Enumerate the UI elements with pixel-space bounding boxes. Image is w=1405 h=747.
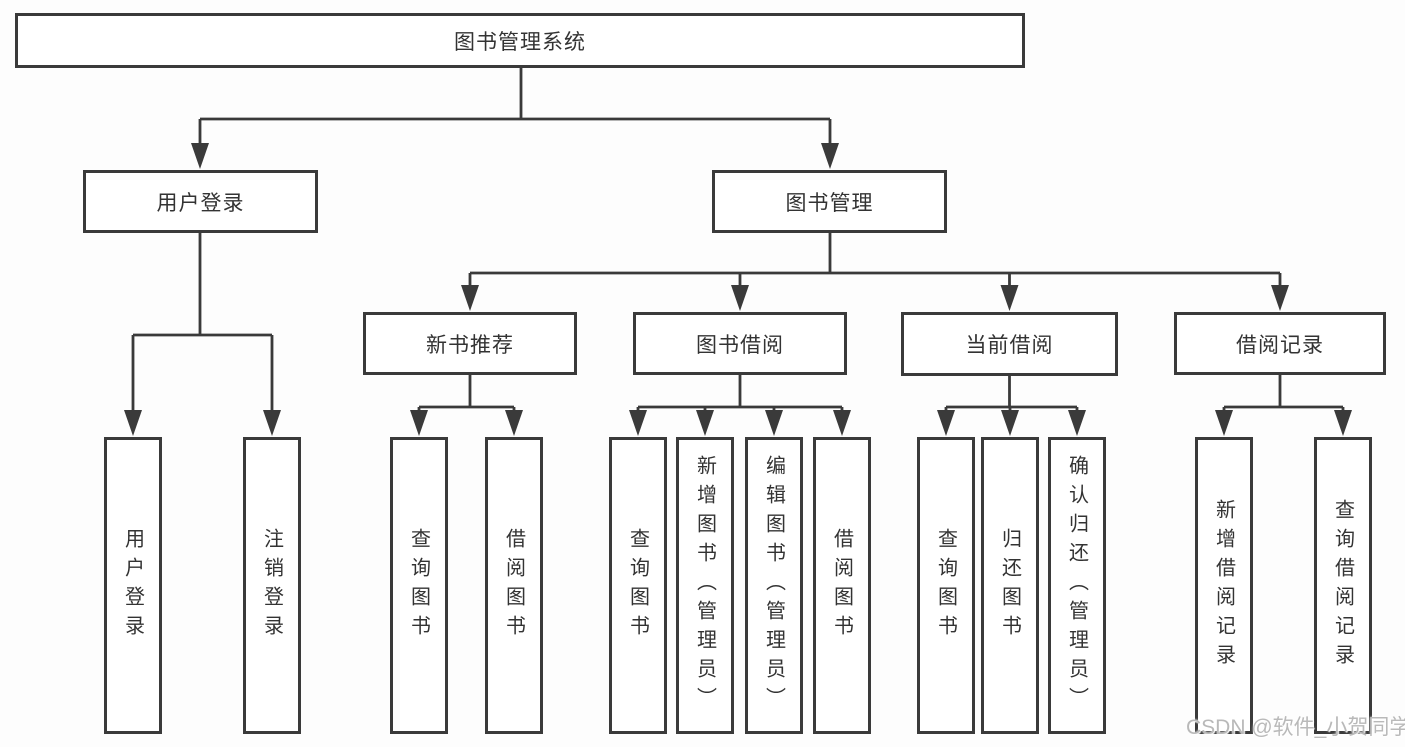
leaf-logout-login: 注销登录 (243, 437, 301, 734)
leaf-borrowing-query-books: 查询图书 (609, 437, 667, 734)
arrowhead (1068, 410, 1086, 436)
arrowhead (191, 143, 209, 169)
arrowhead (410, 410, 428, 436)
arrowhead (1271, 285, 1289, 311)
node-book-borrowing: 图书借阅 (633, 312, 847, 375)
connector-book-borrowing-to-children (636, 375, 844, 414)
csdn-watermark: CSDN @软件_小贺同学 (1186, 716, 1405, 739)
leaf-records-add-borrow-record: 新增借阅记录 (1195, 437, 1253, 734)
connector-root-to-level2 (198, 68, 832, 147)
arrowhead (1334, 410, 1352, 436)
connector-book-management-to-level3 (468, 233, 1282, 288)
arrowhead (765, 410, 783, 436)
node-library-management-system: 图书管理系统 (15, 13, 1025, 68)
node-current-borrowing: 当前借阅 (901, 312, 1118, 376)
arrowhead (629, 410, 647, 436)
leaf-borrowing-borrow-books: 借阅图书 (813, 437, 871, 734)
leaf-user-login: 用户登录 (104, 437, 162, 734)
leaf-current-return-books: 归还图书 (981, 437, 1039, 734)
node-new-book-recommendation: 新书推荐 (363, 312, 577, 375)
leaf-records-query-borrow-record: 查询借阅记录 (1314, 437, 1372, 734)
arrowhead (263, 410, 281, 436)
node-book-management-branch: 图书管理 (712, 170, 947, 233)
node-borrowing-records: 借阅记录 (1174, 312, 1386, 375)
arrowhead (124, 410, 142, 436)
leaf-current-query-books: 查询图书 (917, 437, 975, 734)
arrowhead (505, 410, 523, 436)
node-user-login-branch: 用户登录 (83, 170, 318, 233)
arrowhead (1001, 410, 1019, 436)
connector-borrowing-records-to-children (1222, 375, 1345, 414)
leaf-borrowing-edit-books-admin: 编辑图书（管理员） (745, 437, 803, 734)
leaf-newbook-query-books: 查询图书 (390, 437, 448, 734)
arrowhead (1000, 285, 1019, 311)
arrowhead (937, 410, 955, 436)
arrowhead (1215, 410, 1233, 436)
arrowhead (821, 143, 839, 169)
leaf-newbook-borrow-books: 借阅图书 (485, 437, 543, 734)
leaf-borrowing-add-books-admin: 新增图书（管理员） (676, 437, 734, 734)
leaf-current-confirm-return-admin: 确认归还（管理员） (1048, 437, 1106, 734)
connector-new-book-to-children (417, 375, 516, 414)
connector-user-login-to-children (131, 233, 274, 414)
connector-current-borrowing-to-children (944, 376, 1079, 414)
arrowhead (696, 410, 714, 436)
arrowhead (833, 410, 851, 436)
arrowhead (731, 285, 749, 311)
arrowhead (461, 285, 479, 311)
